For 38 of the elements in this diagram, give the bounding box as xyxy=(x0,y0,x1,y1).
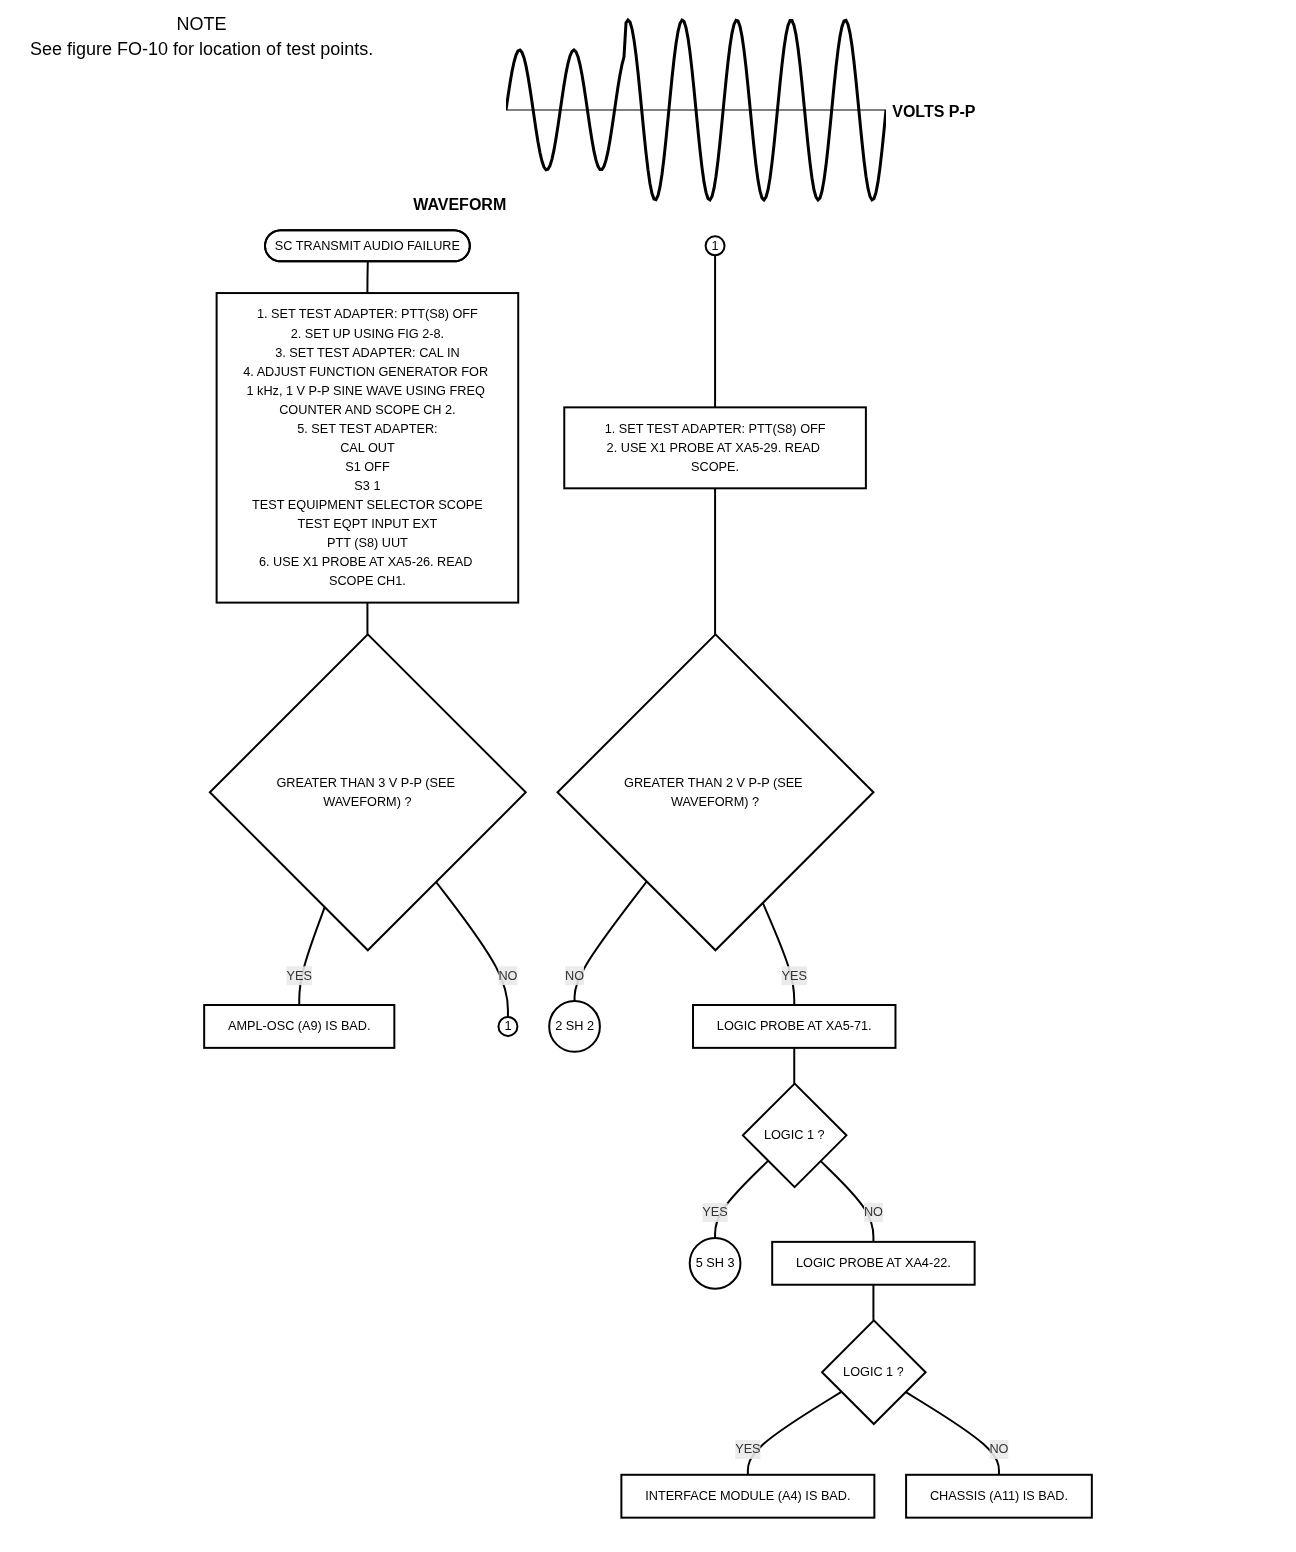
connector xyxy=(872,1283,875,1322)
edge-label: YES xyxy=(702,1205,728,1219)
edge-label: NO xyxy=(498,968,518,983)
edge-label: YES xyxy=(286,968,312,983)
edge-label: NO xyxy=(565,968,585,983)
node-diamond: GREATER THAN 2 V P-P (SEE WAVEFORM) ? xyxy=(556,632,875,952)
node-box: LOGIC PROBE AT XA5-71. xyxy=(692,1004,897,1049)
node-circle: 2 SH 2 xyxy=(548,1000,601,1053)
connector xyxy=(573,880,648,1003)
connector xyxy=(793,1046,796,1085)
waveform-axis-label: VOLTS P-P xyxy=(892,103,976,121)
connector xyxy=(904,1390,1000,1476)
node-diamond: LOGIC 1 ? xyxy=(820,1319,927,1426)
connector xyxy=(366,601,369,636)
connector xyxy=(434,880,509,1018)
note-heading: NOTE xyxy=(175,14,228,35)
node-box: INTERFACE MODULE (A4) IS BAD. xyxy=(620,1473,876,1519)
node-diamond: LOGIC 1 ? xyxy=(741,1082,848,1189)
node-circle: 1 xyxy=(497,1015,519,1037)
connector xyxy=(714,487,717,636)
connector xyxy=(819,1159,875,1243)
node-circle: 1 xyxy=(704,235,726,257)
edge-label: YES xyxy=(735,1442,761,1456)
node-box: LOGIC PROBE AT XA4-22. xyxy=(771,1240,976,1286)
connector xyxy=(714,254,717,409)
node-circle: 5 SH 3 xyxy=(688,1236,742,1290)
edge-label: YES xyxy=(781,968,807,983)
node-box: AMPL-OSC (A9) IS BAD. xyxy=(203,1004,396,1049)
waveform-title: WAVEFORM xyxy=(413,196,507,213)
node-diamond: GREATER THAN 3 V P-P (SEE WAVEFORM) ? xyxy=(208,632,528,952)
note-text: See figure FO-10 for location of test points. xyxy=(30,39,374,60)
connector xyxy=(746,1390,843,1476)
node-box: 1. SET TEST ADAPTER: PTT(S8) OFF 2. SET UP USING FIG 2-8. 3. SET TEST ADAPTER: CAL IN 4. ADJUST FUNCTION GENERATOR FOR 1 kHz, 1 V P-P SINE WAVE USING FREQ COUNTER AND SCOPE CH 2. 5. SET TEST ADAPTER: CAL OUT S1 OFF S3 1 TEST EQUIPMENT SELECTOR SCOPE TEST EQPT INPUT EXT PTT (S8) UUT 6. USE X1 PROBE AT XA5-26. READ SCOPE CH1. xyxy=(215,292,520,604)
node-box: 1. SET TEST ADAPTER: PTT(S8) OFF 2. USE X1 PROBE AT XA5-29. READ SCOPE. xyxy=(563,406,867,490)
edge-label: NO xyxy=(863,1205,883,1219)
edge-label: NO xyxy=(989,1442,1009,1456)
node-box: CHASSIS (A11) IS BAD. xyxy=(905,1473,1093,1519)
connector xyxy=(366,260,369,295)
